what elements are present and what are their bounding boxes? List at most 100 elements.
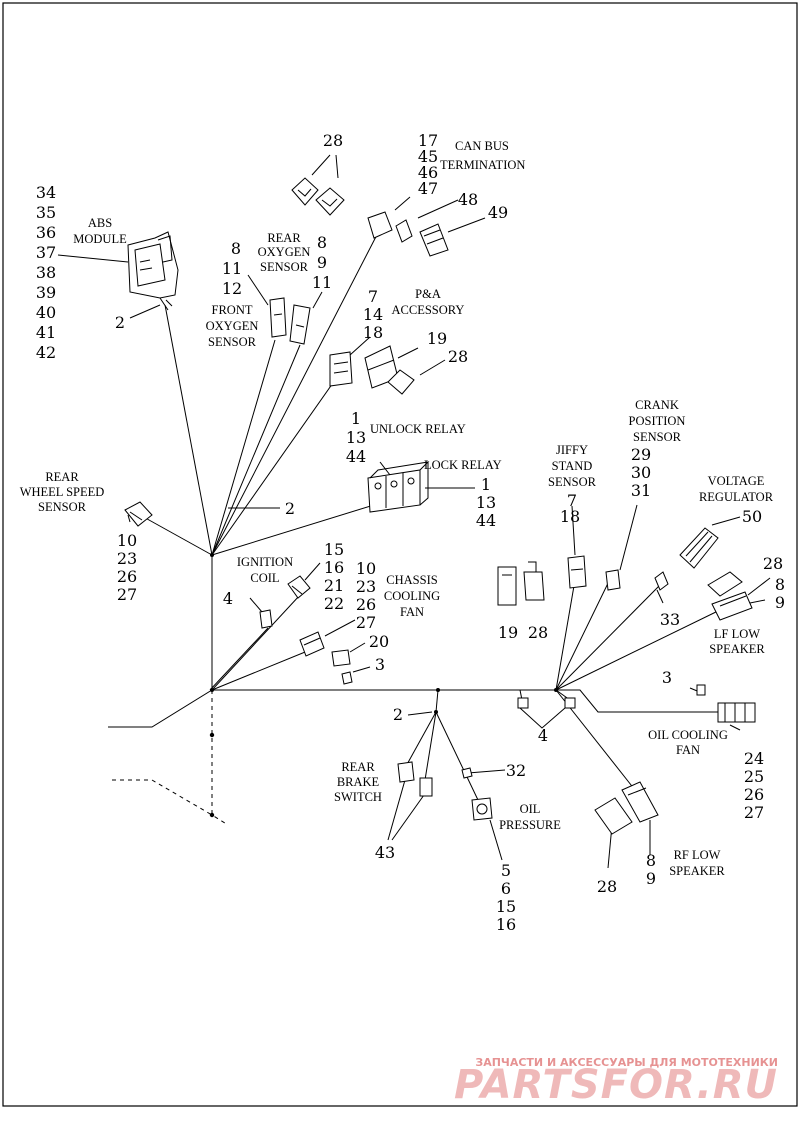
callout: 1 — [351, 409, 361, 428]
chassis-fan-label-1: CHASSIS — [386, 573, 437, 587]
callout: 39 — [36, 283, 56, 302]
rf-speaker-connector-icon — [621, 781, 659, 823]
callout: 9 — [775, 593, 785, 612]
rear-oxygen-label-1: REAR — [267, 231, 301, 245]
callout: 18 — [560, 507, 580, 526]
callout: 9 — [646, 869, 656, 888]
rear-oxygen-label-3: SENSOR — [260, 260, 309, 274]
oil-pressure-label-1: OIL — [520, 802, 541, 816]
callout: 49 — [488, 203, 508, 222]
rear-brake-label-2: BRAKE — [337, 775, 380, 789]
abs-module-label-2: MODULE — [73, 232, 127, 246]
can-bus-label-2: TERMINATION — [440, 158, 525, 172]
callout: 27 — [744, 803, 764, 822]
abs-module-label-1: ABS — [88, 216, 112, 230]
callout: 16 — [324, 558, 344, 577]
jiffy-stand-connector-icon — [567, 555, 587, 589]
voltage-reg-label-2: REGULATOR — [699, 490, 774, 504]
rear-wheel-speed-label-1: REAR — [45, 470, 79, 484]
callout: 31 — [631, 481, 651, 500]
callout: 11 — [222, 259, 242, 278]
callout: 8 — [646, 851, 656, 870]
callout: 40 — [36, 303, 56, 322]
watermark: ЗАПЧАСТИ И АКСЕССУАРЫ ДЛЯ МОТОТЕХНИКИ PA… — [454, 1056, 778, 1108]
callout: 26 — [117, 567, 137, 586]
callout: 8 — [231, 239, 241, 258]
terminal-28-right-icon — [707, 571, 743, 597]
callout: 4 — [538, 726, 548, 745]
jiffy-stand-label-2: STAND — [552, 459, 593, 473]
lock-relay-label: LOCK RELAY — [424, 458, 502, 472]
callout: 28 — [763, 554, 783, 573]
callout: 7 — [567, 491, 577, 510]
rear-brake-label-3: SWITCH — [334, 790, 382, 804]
ignition-coil-connector-icon — [259, 575, 311, 629]
callout: 8 — [775, 575, 785, 594]
pa-label-1: P&A — [415, 287, 441, 301]
wheel-speed-sensor-icon — [124, 501, 153, 527]
lf-speaker-label-1: LF LOW — [714, 627, 760, 641]
callout: 47 — [418, 179, 438, 198]
callout: 12 — [222, 279, 242, 298]
voltage-reg-label-1: VOLTAGE — [708, 474, 765, 488]
ground-stud-icon — [517, 697, 576, 709]
rear-oxygen-label-2: OXYGEN — [258, 245, 311, 259]
callout: 7 — [368, 287, 378, 306]
rear-wheel-speed-label-2: WHEEL SPEED — [20, 485, 105, 499]
callout: 27 — [356, 613, 376, 632]
callout-numbers: 34 35 36 37 38 39 40 41 42 2 28 17 45 46… — [36, 131, 785, 934]
front-oxygen-label-3: SENSOR — [208, 335, 257, 349]
callout: 25 — [744, 767, 764, 786]
callout: 46 — [418, 163, 438, 182]
callout: 28 — [597, 877, 617, 896]
rear-brake-label-1: REAR — [341, 760, 375, 774]
unlock-relay-label: UNLOCK RELAY — [370, 422, 466, 436]
watermark-line-1: ЗАПЧАСТИ И АКСЕССУАРЫ ДЛЯ МОТОТЕХНИКИ — [475, 1056, 778, 1069]
oil-cooling-fan-label-2: FAN — [676, 743, 700, 757]
callout: 21 — [324, 576, 344, 595]
callout: 2 — [285, 499, 295, 518]
legend-connector-19-28-icon — [497, 561, 545, 606]
callout: 5 — [501, 861, 511, 880]
callout: 23 — [117, 549, 137, 568]
callout: 44 — [476, 511, 496, 530]
ignition-coil-label-2: COIL — [250, 571, 279, 585]
relay-block-icon — [367, 461, 430, 513]
terminal-28-top-icon — [291, 177, 345, 216]
callout: 30 — [631, 463, 651, 482]
callout: 28 — [528, 623, 548, 642]
diagram-frame — [2, 2, 798, 1107]
callout: 3 — [662, 668, 672, 687]
callout: 44 — [346, 447, 366, 466]
callout: 42 — [36, 343, 56, 362]
callout: 3 — [375, 655, 385, 674]
callout: 26 — [744, 785, 764, 804]
callout: 2 — [393, 705, 403, 724]
callout: 22 — [324, 594, 344, 613]
crank-label-1: CRANK — [635, 398, 679, 412]
callout: 28 — [448, 347, 468, 366]
callout: 2 — [115, 313, 125, 332]
callout: 13 — [476, 493, 496, 512]
rf-speaker-label-2: SPEAKER — [669, 864, 725, 878]
callout: 15 — [496, 897, 516, 916]
chassis-fan-label-3: FAN — [400, 605, 424, 619]
callout: 16 — [496, 915, 516, 934]
oxygen-sensor-connectors-icon — [269, 297, 311, 345]
terminal-28-lower-icon — [594, 797, 633, 835]
callout: 38 — [36, 263, 56, 282]
callout: 10 — [356, 559, 376, 578]
callout: 45 — [418, 147, 438, 166]
oil-pressure-sensor-icon — [461, 767, 493, 821]
jiffy-stand-label-3: SENSOR — [548, 475, 597, 489]
callout: 28 — [323, 131, 343, 150]
callout: 11 — [312, 273, 332, 292]
crank-label-2: POSITION — [629, 414, 686, 428]
voltage-regulator-connector-icon — [654, 527, 719, 591]
rf-speaker-label-1: RF LOW — [674, 848, 721, 862]
callout: 18 — [363, 323, 383, 342]
chassis-fan-connector-icon — [299, 631, 353, 685]
callout: 34 — [36, 183, 56, 202]
pa-label-2: ACCESSORY — [392, 303, 465, 317]
